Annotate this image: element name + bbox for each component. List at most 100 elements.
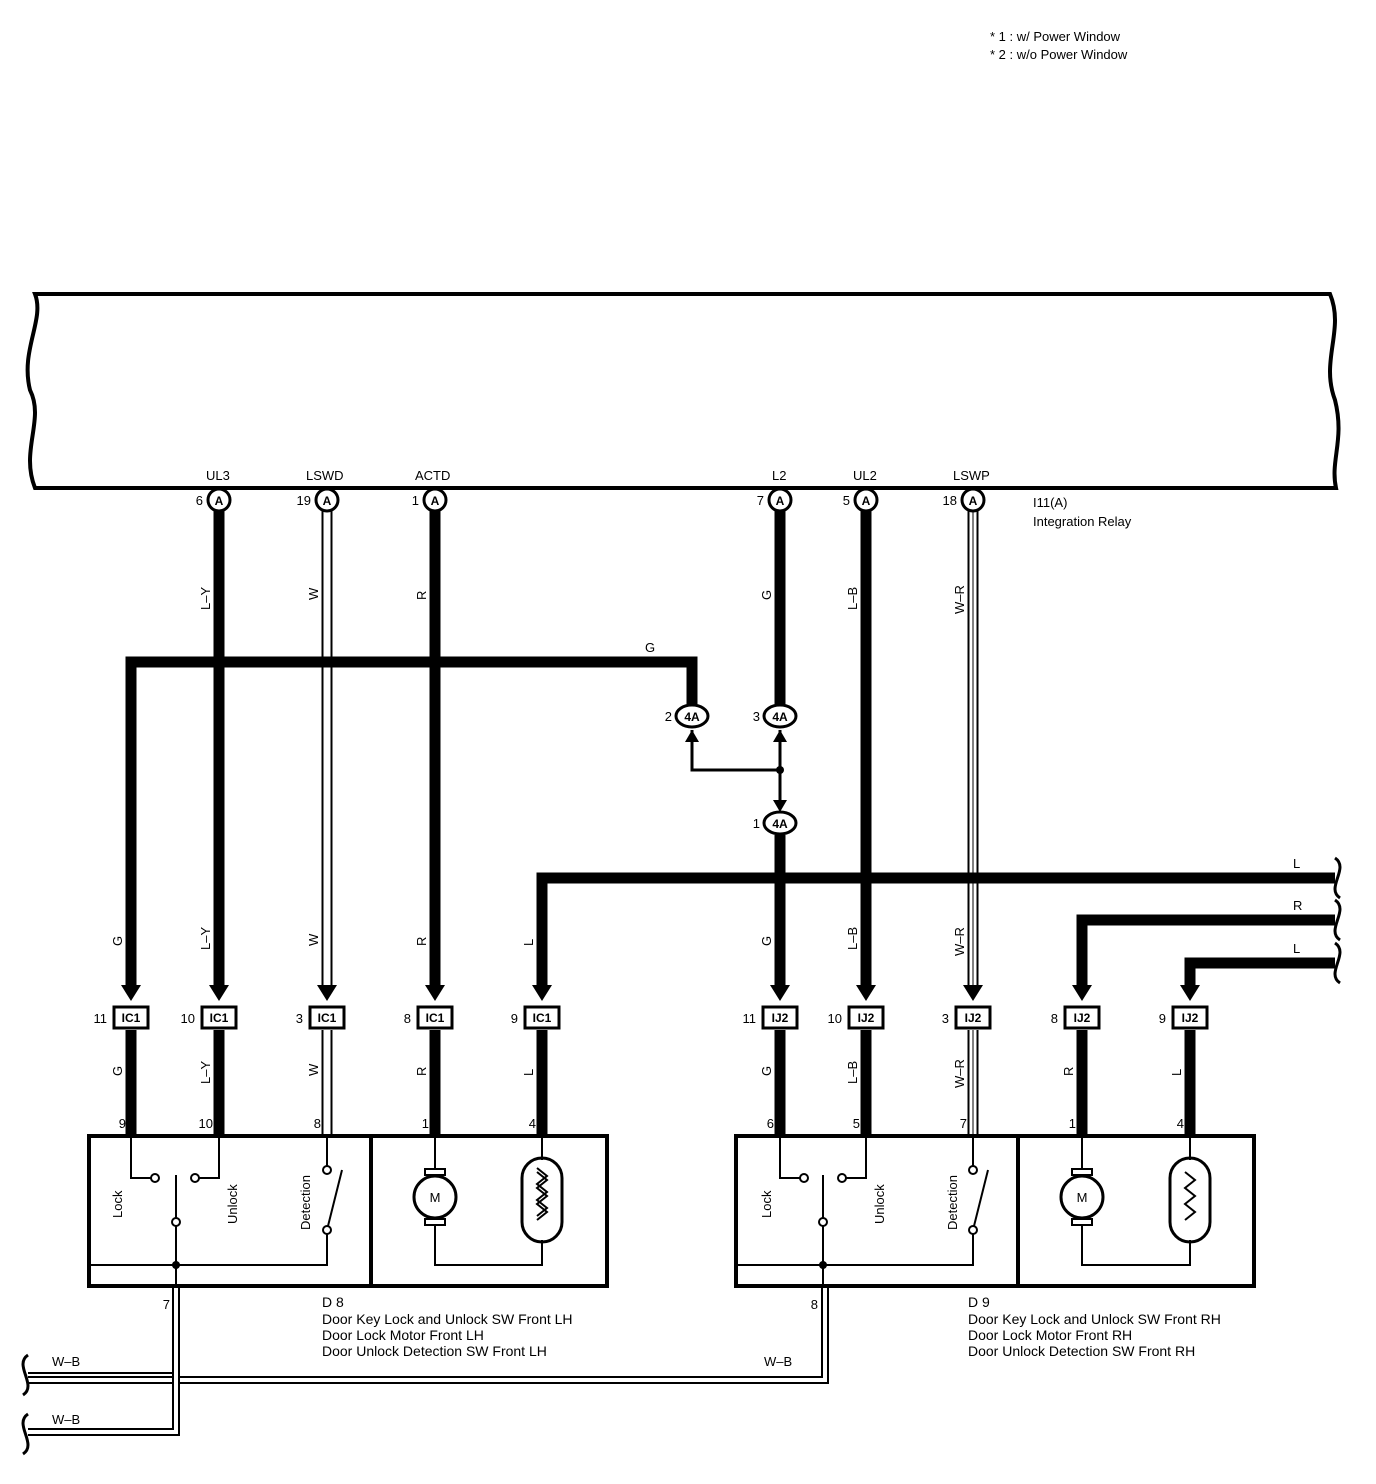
svg-text:L–Y: L–Y bbox=[198, 927, 213, 950]
svg-text:7: 7 bbox=[960, 1116, 967, 1131]
svg-text:IC1: IC1 bbox=[426, 1011, 445, 1025]
svg-text:11: 11 bbox=[94, 1011, 108, 1026]
svg-text:L: L bbox=[1169, 1069, 1184, 1076]
pin-l2: 7 bbox=[757, 493, 764, 508]
svg-text:IJ2: IJ2 bbox=[965, 1011, 982, 1025]
svg-text:Door Key Lock and Unlock SW Fr: Door Key Lock and Unlock SW Front RH bbox=[968, 1311, 1221, 1327]
device-d8: Lock Unlock Detection M bbox=[87, 1134, 609, 1288]
svg-text:4: 4 bbox=[529, 1116, 536, 1131]
wire-g-horizontal: G bbox=[645, 640, 655, 655]
svg-text:M: M bbox=[430, 1190, 441, 1205]
relay-name: Integration Relay bbox=[1033, 514, 1132, 529]
svg-text:9: 9 bbox=[1159, 1011, 1166, 1026]
svg-text:8: 8 bbox=[404, 1011, 411, 1026]
svg-text:10: 10 bbox=[828, 1011, 842, 1026]
detection-label-right: Detection bbox=[945, 1175, 960, 1230]
svg-text:5: 5 bbox=[853, 1116, 860, 1131]
ptc-thermistor-icon bbox=[1168, 1156, 1212, 1244]
svg-text:A: A bbox=[431, 494, 440, 508]
svg-text:R: R bbox=[414, 591, 429, 600]
terminal-name-actd: ACTD bbox=[415, 468, 450, 483]
svg-text:10: 10 bbox=[199, 1116, 213, 1131]
terminal-name-ul2: UL2 bbox=[853, 468, 877, 483]
upper-wire-labels: L–Y W R G L–B W–R G bbox=[198, 585, 967, 655]
terminal-name-l2: L2 bbox=[772, 468, 786, 483]
svg-text:W–R: W–R bbox=[952, 1059, 967, 1088]
side-wire-l-bottom: L bbox=[1293, 941, 1300, 956]
device-captions: D 8 Door Key Lock and Unlock SW Front LH… bbox=[322, 1294, 1221, 1359]
ground-pin-right: 8 bbox=[811, 1297, 818, 1312]
svg-text:11: 11 bbox=[743, 1011, 757, 1026]
ground-wire-label-1: W–B bbox=[52, 1354, 80, 1369]
svg-text:IJ2: IJ2 bbox=[858, 1011, 875, 1025]
connectors-ic1: IC1 11 IC1 10 IC1 3 IC1 8 IC1 9 bbox=[94, 1005, 561, 1030]
svg-text:Door Lock Motor Front RH: Door Lock Motor Front RH bbox=[968, 1327, 1132, 1343]
svg-text:G: G bbox=[110, 1066, 125, 1076]
svg-text:3: 3 bbox=[942, 1011, 949, 1026]
svg-text:L: L bbox=[521, 1069, 536, 1076]
svg-text:R: R bbox=[414, 1067, 429, 1076]
svg-text:W: W bbox=[306, 587, 321, 600]
svg-text:A: A bbox=[862, 494, 871, 508]
svg-text:3: 3 bbox=[753, 709, 760, 724]
svg-text:1: 1 bbox=[753, 816, 760, 831]
svg-text:8: 8 bbox=[314, 1116, 321, 1131]
svg-text:3: 3 bbox=[296, 1011, 303, 1026]
svg-text:4A: 4A bbox=[772, 817, 788, 831]
pin-ul2: 5 bbox=[843, 493, 850, 508]
terminal-name-lswd: LSWD bbox=[306, 468, 344, 483]
lower-wire-labels: G L–Y W R L G L–B W–R R L bbox=[110, 1059, 1184, 1088]
svg-text:R: R bbox=[1061, 1067, 1076, 1076]
svg-text:L–B: L–B bbox=[845, 1061, 860, 1084]
mid-wire-labels: G L–Y W R L G L–B W–R bbox=[110, 927, 967, 956]
svg-text:IJ2: IJ2 bbox=[1182, 1011, 1199, 1025]
motor-icon bbox=[412, 1174, 458, 1220]
svg-text:9: 9 bbox=[511, 1011, 518, 1026]
svg-text:1: 1 bbox=[422, 1116, 429, 1131]
svg-text:Door Lock Motor Front LH: Door Lock Motor Front LH bbox=[322, 1327, 484, 1343]
svg-text:IC1: IC1 bbox=[210, 1011, 229, 1025]
terminal-name-ul3: UL3 bbox=[206, 468, 230, 483]
svg-text:IC1: IC1 bbox=[122, 1011, 141, 1025]
pin-ul3: 6 bbox=[196, 493, 203, 508]
pin-actd: 1 bbox=[412, 493, 419, 508]
pin-lswd: 19 bbox=[297, 493, 311, 508]
connector-arrows bbox=[121, 985, 1200, 1001]
device-d9: Lock Unlock Detection M bbox=[734, 1134, 1256, 1288]
svg-text:G: G bbox=[759, 590, 774, 600]
svg-text:W–R: W–R bbox=[952, 585, 967, 614]
svg-text:A: A bbox=[969, 494, 978, 508]
svg-text:W: W bbox=[306, 1063, 321, 1076]
svg-text:D 9: D 9 bbox=[968, 1294, 990, 1310]
svg-text:G: G bbox=[759, 1066, 774, 1076]
svg-text:W–R: W–R bbox=[952, 927, 967, 956]
integration-relay-body bbox=[25, 292, 1341, 490]
svg-text:L–Y: L–Y bbox=[198, 1061, 213, 1084]
pin-lswp: 18 bbox=[943, 493, 957, 508]
svg-text:IC1: IC1 bbox=[533, 1011, 552, 1025]
relay-code: I11(A) bbox=[1033, 495, 1067, 510]
svg-text:IC1: IC1 bbox=[318, 1011, 337, 1025]
ground-pin-left: 7 bbox=[163, 1297, 170, 1312]
svg-text:L–B: L–B bbox=[845, 587, 860, 610]
svg-text:G: G bbox=[110, 936, 125, 946]
svg-text:9: 9 bbox=[119, 1116, 126, 1131]
svg-text:L–B: L–B bbox=[845, 927, 860, 950]
svg-text:1: 1 bbox=[1069, 1116, 1076, 1131]
side-wire-r: R bbox=[1293, 898, 1302, 913]
detection-label-left: Detection bbox=[298, 1175, 313, 1230]
svg-text:Door Key Lock and Unlock SW Fr: Door Key Lock and Unlock SW Front LH bbox=[322, 1311, 573, 1327]
connectors-ij2: IJ2 11 IJ2 10 IJ2 3 IJ2 8 IJ2 9 bbox=[743, 1005, 1209, 1030]
ground-wire-label-2: W–B bbox=[764, 1354, 792, 1369]
unlock-label-right: Unlock bbox=[872, 1184, 887, 1224]
ptc-thermistor-icon bbox=[520, 1156, 564, 1244]
svg-text:A: A bbox=[323, 494, 332, 508]
lock-label-right: Lock bbox=[759, 1190, 774, 1218]
svg-text:L: L bbox=[521, 939, 536, 946]
svg-text:10: 10 bbox=[181, 1011, 195, 1026]
note-2: * 2 : w/o Power Window bbox=[990, 47, 1128, 62]
svg-text:A: A bbox=[776, 494, 785, 508]
note-1: * 1 : w/ Power Window bbox=[990, 29, 1121, 44]
junction-connector-4a: 4A 2 4A 3 4A 1 bbox=[665, 703, 798, 836]
